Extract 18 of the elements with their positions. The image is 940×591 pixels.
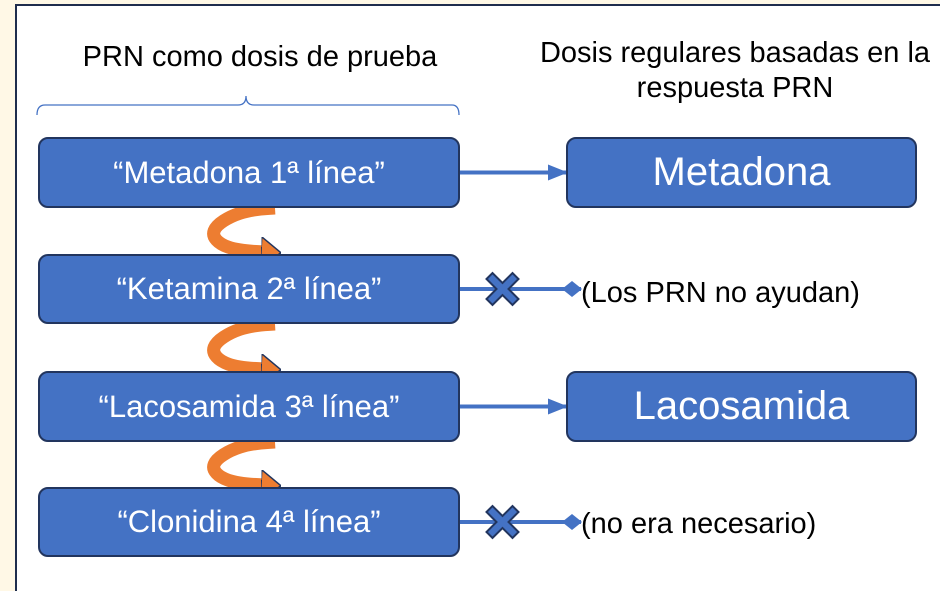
heading-text: PRN como dosis de prueba	[82, 40, 438, 75]
box-label: “Lacosamida 3ª línea”	[98, 388, 400, 424]
box-label: Lacosamida	[634, 384, 850, 429]
note-text: (Los PRN no ayudan)	[581, 276, 860, 310]
process-box	[566, 137, 917, 208]
note-text: (no era necesario)	[581, 508, 816, 540]
process-box	[38, 137, 460, 208]
box-label: Metadona	[652, 150, 830, 195]
process-box	[38, 487, 460, 557]
heading-text: Dosis regulares basadas en la respuesta PRN	[538, 36, 932, 106]
arrow	[460, 164, 568, 180]
box-label: “Metadona 1ª línea”	[113, 154, 385, 190]
box-label: “Ketamina 2ª línea”	[116, 271, 382, 307]
box-label: “Clonidina 4ª línea”	[117, 504, 381, 540]
process-box	[566, 371, 917, 442]
process-box	[38, 371, 460, 442]
process-box	[38, 254, 460, 324]
arrow	[460, 398, 568, 414]
